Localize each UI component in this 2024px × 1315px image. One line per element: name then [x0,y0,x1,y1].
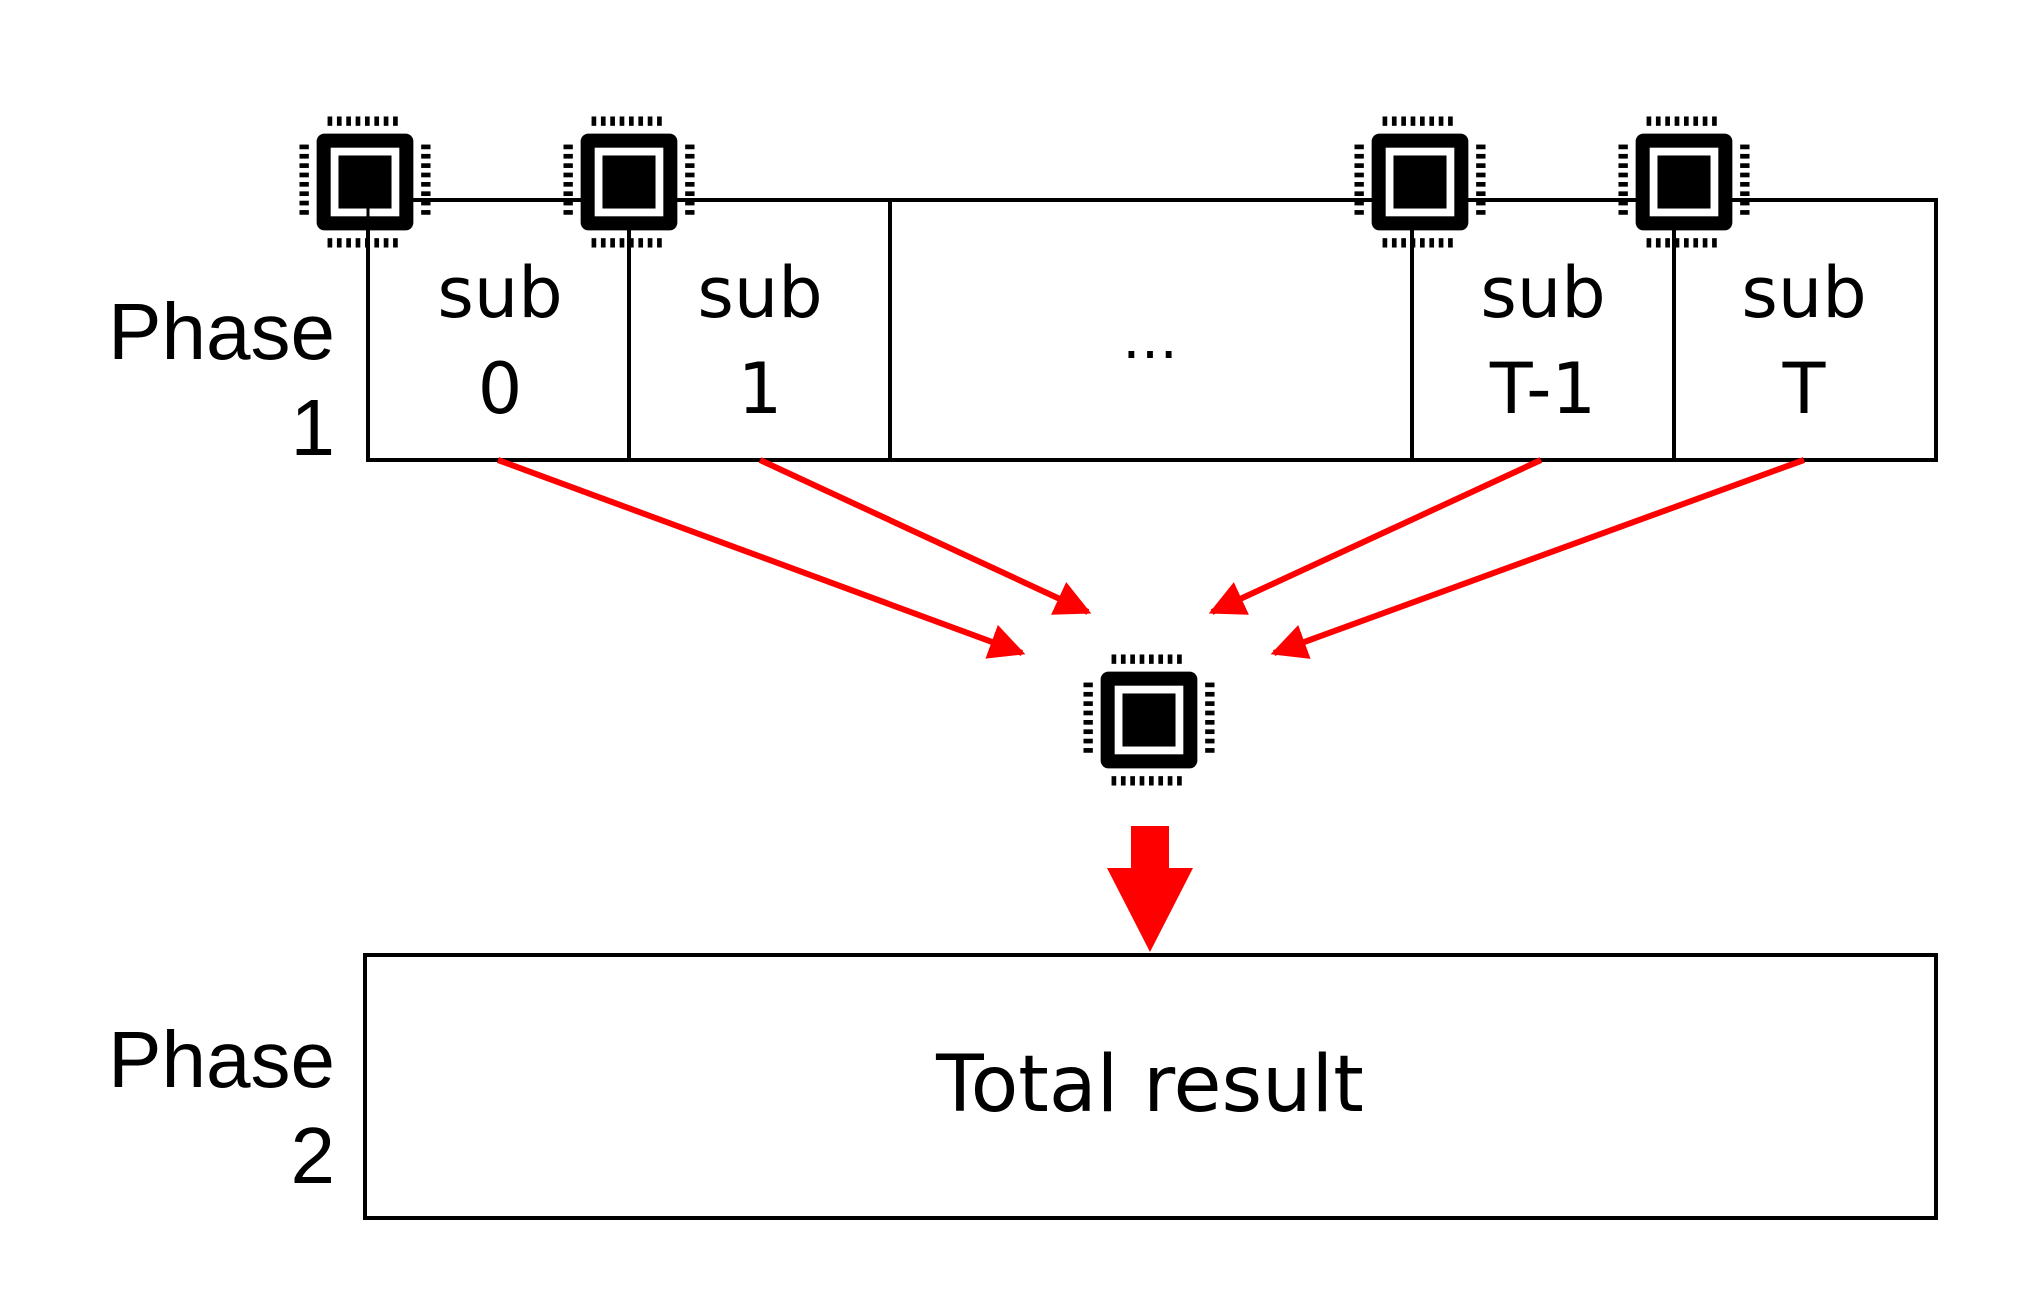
arrow-subT [1270,457,1806,659]
arrow-sub1 [758,457,1092,615]
result-arrow [1107,826,1193,952]
phase2-label-line2: 2 [290,1111,336,1200]
cell-subT-1: sub T-1 [1443,245,1643,437]
arrow-subT-1 [1208,457,1543,615]
aggregation-arrows [496,457,1806,659]
cell-sub0: sub 0 [400,245,600,437]
cell-label-line2: T [1782,348,1826,430]
cell-label-line2: 1 [737,348,783,430]
cpu-chip-icon [1354,116,1486,248]
cell-label-line2: T-1 [1489,348,1597,430]
cell-sub1: sub 1 [660,245,860,437]
cpu-chip-icon [299,116,431,248]
phase1-label-line2: 1 [290,383,336,472]
cell-label-line1: sub [437,252,563,334]
cell-label-line1: … [1122,307,1178,372]
cell-subT: sub T [1704,245,1904,437]
phase2-label-line1: Phase [108,1015,335,1104]
cell-label-line1: sub [697,252,823,334]
cell-ellipsis: … [1050,305,1250,375]
phase1-label: Phase 1 [80,292,335,468]
phase2-label: Phase 2 [80,1020,335,1196]
cell-label-line1: sub [1741,252,1867,334]
phase2-box [363,953,1938,1220]
arrow-sub0 [496,457,1026,659]
cell-label-line2: 0 [477,348,523,430]
cpu-chip-icon [1083,654,1215,786]
phase1-label-line1: Phase [108,287,335,376]
total-result-label: Total result [936,1040,1364,1130]
cpu-chip-icon [1618,116,1750,248]
cell-label-line1: sub [1480,252,1606,334]
cpu-chip-icon [563,116,695,248]
